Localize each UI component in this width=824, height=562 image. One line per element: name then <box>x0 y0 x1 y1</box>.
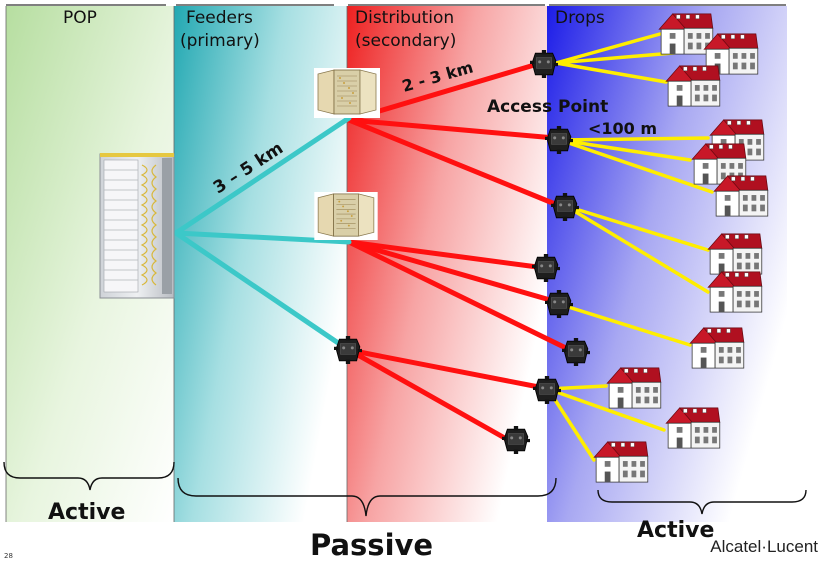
active-left-label: Active <box>48 500 126 525</box>
house-icon <box>593 441 649 483</box>
braces <box>3 461 807 517</box>
brace-passive <box>177 477 557 517</box>
distribution-header-line2: (secondary) <box>355 30 457 51</box>
drops-header: Drops <box>555 8 605 28</box>
house-icon <box>665 407 721 449</box>
house-icon <box>713 175 769 217</box>
feeders-header-line1: Feeders <box>186 8 253 28</box>
house-icon <box>665 65 721 107</box>
passive-label: Passive <box>310 528 434 562</box>
pop-header: POP <box>63 8 97 28</box>
brace-active-left <box>3 461 175 491</box>
active-right-label: Active <box>637 518 715 543</box>
brand-logo: Alcatel·Lucent <box>710 537 818 556</box>
street-cabinet-icon <box>314 68 380 118</box>
street-cabinet-icon <box>313 192 379 240</box>
brace-active-right <box>597 489 807 515</box>
page-number: 28 <box>4 552 13 560</box>
distribution-cables <box>346 60 575 444</box>
feeders-header: Feeders (primary) <box>180 7 260 53</box>
house-icon <box>707 233 763 275</box>
house-icon <box>689 327 745 369</box>
access-point-label: Access Point <box>487 97 609 117</box>
drop-distance-label: <100 m <box>588 119 658 138</box>
distribution-header: Distribution (secondary) <box>355 7 456 53</box>
feeder-cables <box>173 115 352 352</box>
pop-rack-icon <box>99 153 175 299</box>
feeders-header-line2: (primary) <box>180 30 260 51</box>
house-icon <box>707 271 763 313</box>
distribution-header-line1: Distribution <box>355 8 455 28</box>
house-icon <box>606 367 662 409</box>
